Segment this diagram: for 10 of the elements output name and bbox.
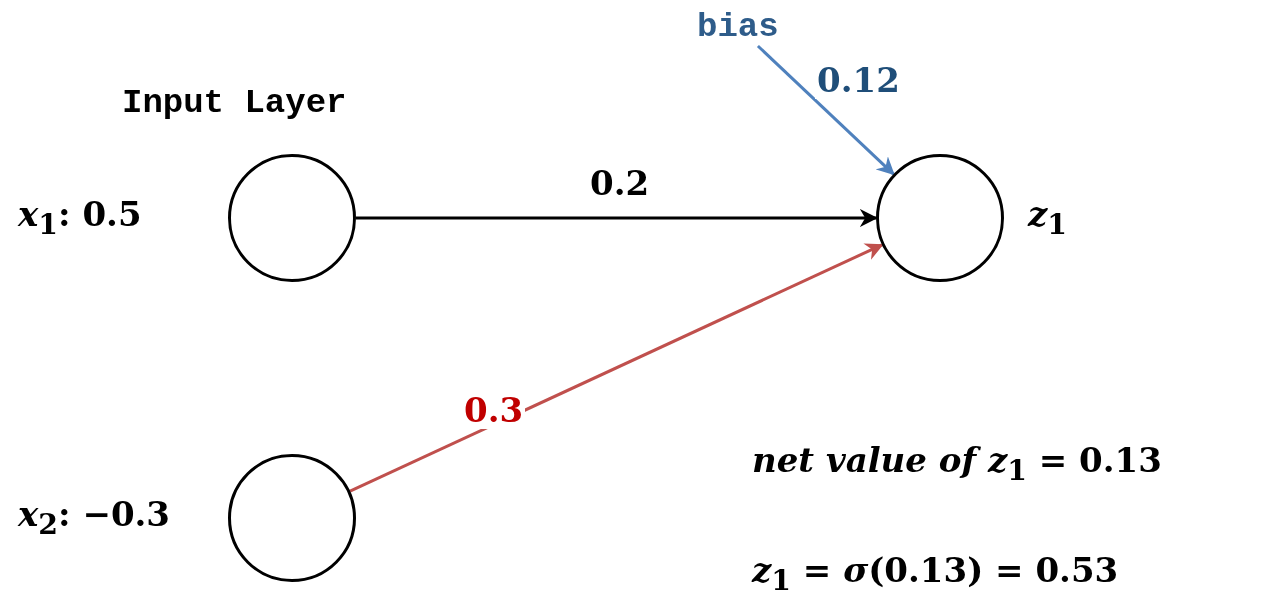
arrow — [756, 44, 895, 176]
formula-text: net value of z$_{1}$ = 0.13 — [752, 442, 1162, 486]
variable-label: x$_{2}$: −0.3 — [18, 496, 171, 540]
variable-label: z$_{1}$ — [1028, 196, 1068, 240]
layer-heading: Input Layer — [122, 85, 347, 123]
variable-label: x$_{1}$: 0.5 — [18, 196, 142, 240]
formula-text: z$_{1}$ = σ(0.13) = 0.53 — [752, 552, 1119, 596]
bias-label: bias — [697, 8, 779, 46]
arrow — [349, 243, 884, 493]
arrow — [356, 209, 878, 227]
